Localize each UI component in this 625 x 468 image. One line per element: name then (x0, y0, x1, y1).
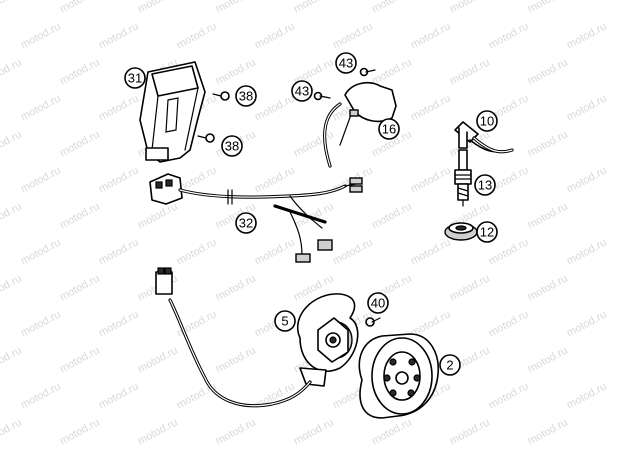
callout-43-lower: 43 (291, 80, 313, 102)
callout-2-label: 2 (446, 358, 453, 373)
callout-12: 12 (476, 221, 498, 243)
callout-5: 5 (274, 310, 296, 332)
callout-2: 2 (439, 354, 461, 376)
callout-43-lower-label: 43 (295, 84, 309, 99)
callout-32: 32 (235, 212, 257, 234)
callout-38-upper-label: 38 (239, 89, 253, 104)
callout-31: 31 (124, 67, 146, 89)
cdi-bolt-lower[interactable] (197, 133, 215, 143)
callout-40-label: 40 (371, 296, 385, 311)
callout-38-lower: 38 (221, 135, 243, 157)
callout-12-label: 12 (480, 225, 494, 240)
callout-43-upper: 43 (335, 52, 357, 74)
callout-10: 10 (476, 110, 498, 132)
callout-31-label: 31 (128, 71, 142, 86)
callout-10-label: 10 (480, 114, 494, 129)
callout-40: 40 (367, 292, 389, 314)
coil-bolt-lower[interactable] (313, 91, 331, 101)
stator[interactable] (155, 267, 359, 408)
cdi-unit[interactable] (139, 61, 206, 163)
spark-plug[interactable] (454, 149, 472, 207)
callout-16-label: 16 (382, 122, 396, 137)
callout-43-upper-label: 43 (339, 56, 353, 71)
cdi-bolt-upper[interactable] (212, 91, 230, 101)
callout-32-label: 32 (239, 216, 253, 231)
rotor-flywheel[interactable] (358, 333, 439, 419)
wiring-harness[interactable] (149, 173, 363, 263)
callout-38-upper: 38 (235, 85, 257, 107)
callout-16: 16 (378, 118, 400, 140)
stator-screw[interactable] (365, 317, 381, 327)
coil-bolt-upper[interactable] (359, 67, 376, 77)
callout-13: 13 (474, 174, 496, 196)
callout-38-lower-label: 38 (225, 139, 239, 154)
spark-plug-cap[interactable] (454, 121, 514, 154)
callout-5-label: 5 (281, 314, 288, 329)
callout-13-label: 13 (478, 178, 492, 193)
spark-plug-seal[interactable] (444, 222, 478, 241)
ignition-coil[interactable] (322, 81, 397, 168)
